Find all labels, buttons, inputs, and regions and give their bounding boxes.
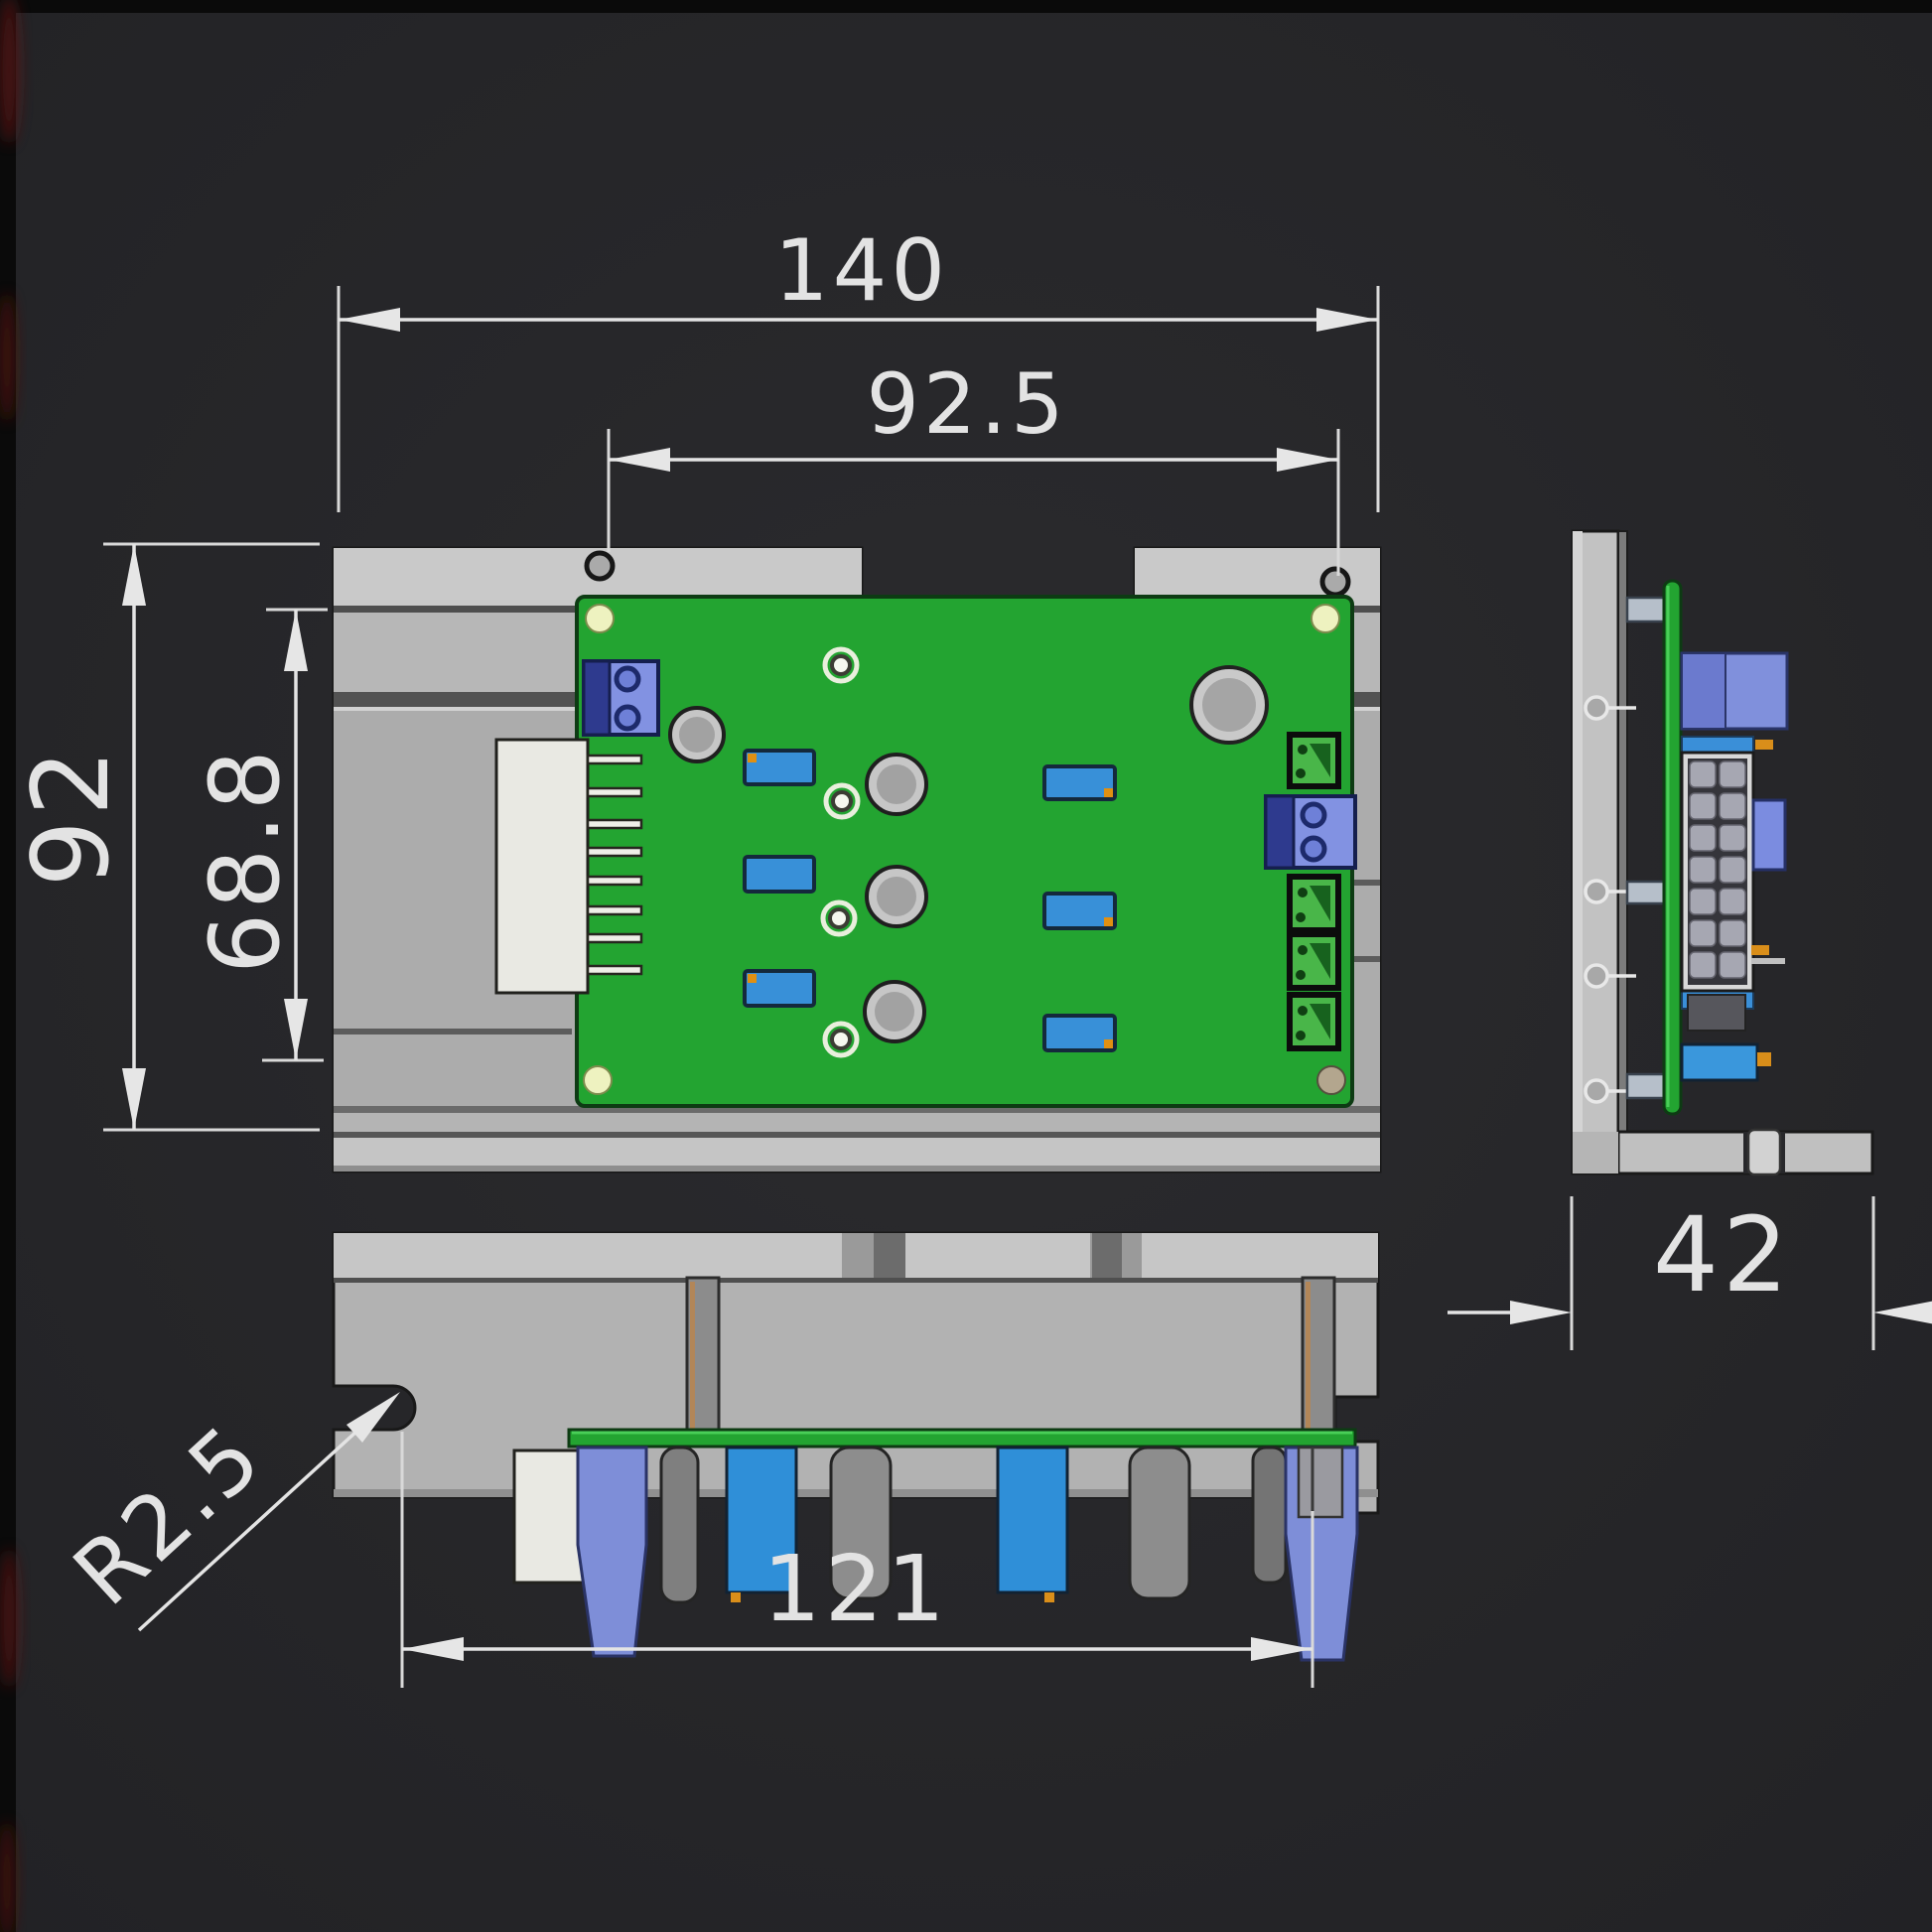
pin-orange — [1751, 945, 1769, 955]
pcb-corner-hole — [1311, 604, 1340, 633]
mount-hole-right — [1319, 566, 1351, 598]
pcb-corner-hole — [583, 1065, 613, 1095]
trimmer-side — [1751, 798, 1787, 872]
front-components — [512, 1446, 1359, 1662]
dimension-label-121: 121 — [762, 1536, 949, 1642]
foot-post — [1746, 1128, 1782, 1176]
dim-inner-height: 68.8 — [190, 608, 328, 1062]
connector-grid-side — [1680, 751, 1755, 993]
pcb-corner-hole — [585, 604, 615, 633]
capacitors — [668, 665, 1269, 1043]
pcb-corner-hole — [1316, 1065, 1346, 1095]
frame-left-edge — [0, 0, 16, 1932]
capacitor-side — [1687, 994, 1746, 1032]
front-standoff-pins — [685, 1276, 1336, 1435]
dim-hole-spacing: 92.5 — [607, 355, 1340, 576]
side-view — [1571, 529, 1874, 1176]
capacitor-front — [1251, 1446, 1288, 1585]
component-blue-front — [996, 1446, 1069, 1594]
frame-top-edge — [0, 0, 1932, 13]
dimension-label-140: 140 — [774, 221, 949, 321]
front-view — [332, 1231, 1380, 1662]
header-connector — [494, 738, 643, 995]
terminal-block-2pin — [582, 659, 660, 737]
terminal-block-side-seg — [1681, 652, 1726, 730]
dim-side-depth: 42 — [1448, 1194, 1932, 1350]
green-terminal-blocks — [1287, 732, 1341, 1051]
component-blue-front — [725, 1446, 798, 1594]
edge-artifacts — [0, 0, 20, 1932]
pin-orange — [1757, 1052, 1771, 1066]
component-blue-side — [1680, 1042, 1759, 1082]
terminal-inner-gray — [1297, 1446, 1344, 1519]
pcb-top — [494, 595, 1357, 1108]
pin-orange — [731, 1592, 741, 1602]
terminal-block-2pin — [1264, 794, 1357, 870]
mount-hole-left — [584, 550, 616, 582]
blue-components — [743, 749, 1117, 1052]
dim-top-width: 140 — [337, 221, 1380, 512]
side-components — [1680, 651, 1789, 1082]
bracket-corner — [1573, 1132, 1618, 1173]
capacitor-front — [829, 1446, 893, 1600]
capacitor-front — [659, 1446, 700, 1604]
connector-pins — [586, 754, 643, 976]
plate-edge-highlight — [1573, 531, 1583, 1173]
dim-bottom-width: 121 — [400, 1432, 1314, 1688]
pin-orange — [1755, 740, 1773, 750]
pcb-holes — [820, 646, 861, 1058]
plate-inner-edge — [1617, 530, 1628, 1133]
dimension-label-92-5: 92.5 — [866, 355, 1067, 453]
top-view — [332, 546, 1382, 1173]
dim-left-height: 92 — [10, 542, 320, 1132]
terminal-front-left — [576, 1446, 648, 1658]
dimension-label-42: 42 — [1653, 1194, 1792, 1315]
pin-orange — [1044, 1592, 1054, 1602]
dimension-label-92: 92 — [10, 746, 132, 888]
capacitor-front — [1128, 1446, 1191, 1600]
dimension-label-68-8: 68.8 — [190, 746, 301, 974]
